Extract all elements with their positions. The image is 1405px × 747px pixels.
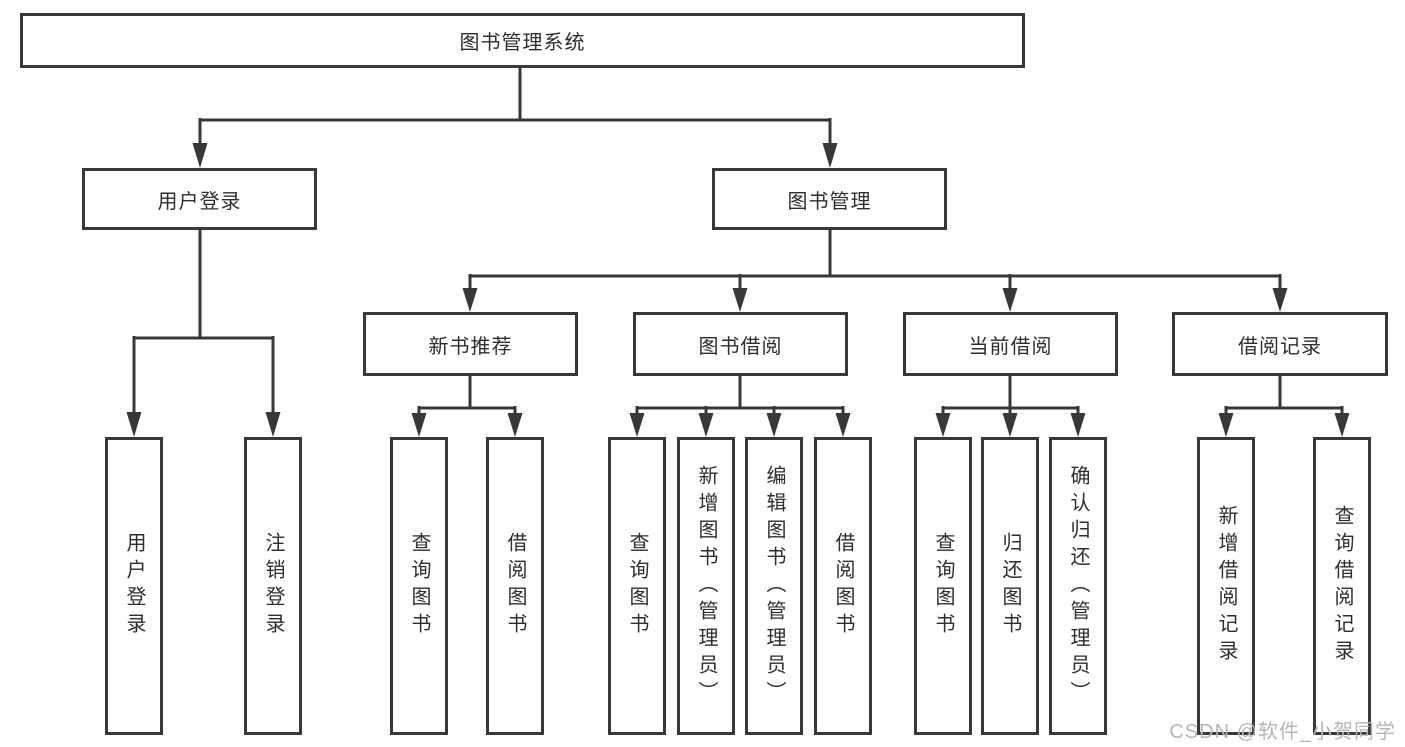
leaf-add-book-admin-label: 新增图书（管理员） [695, 464, 717, 708]
leaf-query-book-1: 查询图书 [390, 437, 448, 735]
arrowheads [126, 143, 1350, 437]
node-user-login: 用户登录 [82, 168, 317, 230]
node-book-borrow-label: 图书借阅 [698, 335, 783, 358]
leaf-query-book-2-label: 查询图书 [626, 532, 648, 640]
node-borrow-record-label: 借阅记录 [1238, 335, 1322, 358]
node-book-borrow: 图书借阅 [633, 312, 848, 376]
node-user-login-label: 用户登录 [157, 190, 242, 213]
leaf-query-borrow-record-label: 查询借阅记录 [1331, 505, 1353, 667]
leaf-confirm-return-admin-label: 确认归还（管理员） [1067, 464, 1089, 708]
leaf-borrow-book-1-label: 借阅图书 [504, 532, 526, 640]
node-borrow-record: 借阅记录 [1172, 312, 1388, 376]
leaf-add-borrow-record-label: 新增借阅记录 [1215, 505, 1237, 667]
watermark: CSDN @软件_小贺同学 [1169, 721, 1396, 743]
node-book-management-label: 图书管理 [787, 190, 872, 213]
leaf-logout-label: 注销登录 [262, 532, 284, 640]
node-new-book-recommend: 新书推荐 [363, 312, 578, 376]
leaf-borrow-book-2: 借阅图书 [814, 437, 872, 735]
leaf-edit-book-admin: 编辑图书（管理员） [745, 437, 803, 735]
leaf-logout: 注销登录 [244, 437, 302, 735]
leaf-query-book-3: 查询图书 [914, 437, 972, 735]
leaf-borrow-book-1: 借阅图书 [486, 437, 544, 735]
leaf-add-borrow-record: 新增借阅记录 [1197, 437, 1255, 735]
leaf-user-login-label: 用户登录 [123, 532, 145, 640]
leaf-query-book-3-label: 查询图书 [932, 532, 954, 640]
leaf-return-book-label: 归还图书 [999, 532, 1021, 640]
node-root-system: 图书管理系统 [20, 13, 1025, 68]
node-book-management: 图书管理 [712, 168, 947, 230]
node-current-borrow-label: 当前借阅 [968, 335, 1053, 358]
node-current-borrow: 当前借阅 [903, 312, 1118, 376]
leaf-query-book-2: 查询图书 [608, 437, 666, 735]
leaf-confirm-return-admin: 确认归还（管理员） [1049, 437, 1107, 735]
leaf-query-book-1-label: 查询图书 [408, 532, 430, 640]
node-new-book-recommend-label: 新书推荐 [428, 335, 513, 358]
leaf-user-login: 用户登录 [105, 437, 163, 735]
leaf-query-borrow-record: 查询借阅记录 [1313, 437, 1371, 735]
leaf-edit-book-admin-label: 编辑图书（管理员） [763, 464, 785, 708]
leaf-borrow-book-2-label: 借阅图书 [832, 532, 854, 640]
node-root-label: 图书管理系统 [459, 32, 586, 54]
leaf-return-book: 归还图书 [981, 437, 1039, 735]
leaf-add-book-admin: 新增图书（管理员） [677, 437, 735, 735]
